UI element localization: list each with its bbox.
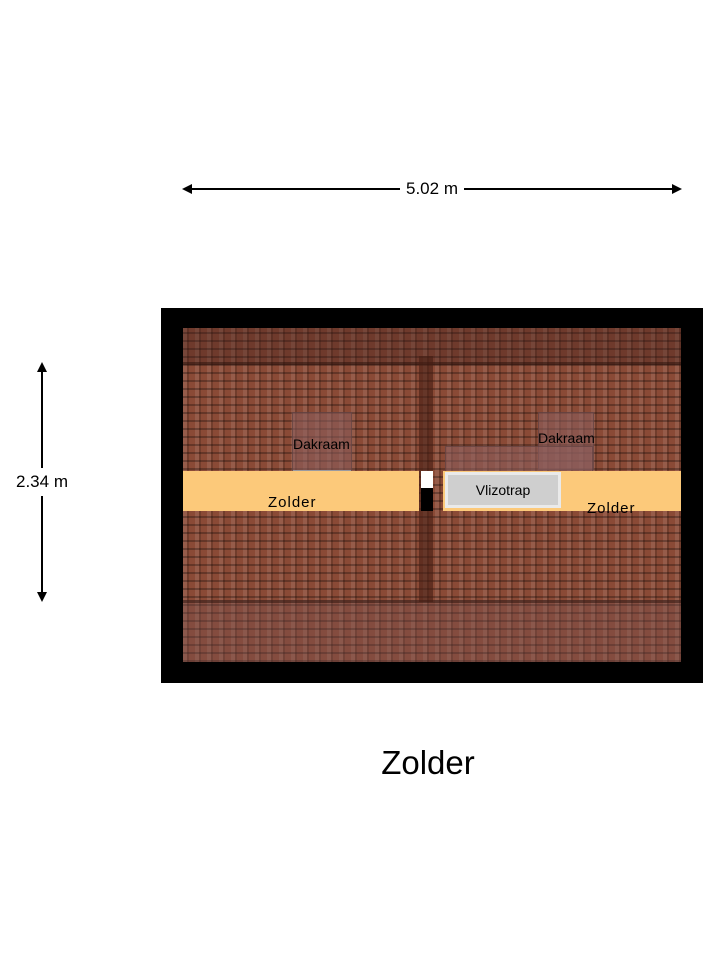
skylight-left-label: Dakraam: [293, 436, 350, 452]
skylight-right-lower: [445, 446, 593, 472]
arrow-right-icon: [672, 184, 682, 194]
roof-eave-bottom: [183, 600, 681, 662]
attic-stair: Vlizotrap: [445, 472, 561, 508]
wall-post: [421, 488, 433, 511]
room-label-zolder-left: Zolder: [268, 494, 317, 511]
attic-interior: Vlizotrap Dakraam Dakraam Zolder Zolder: [183, 328, 681, 662]
floor-band-left: [183, 471, 419, 511]
floor-plan: Vlizotrap Dakraam Dakraam Zolder Zolder: [161, 308, 703, 683]
arrow-left-icon: [182, 184, 192, 194]
width-label: 5.02 m: [400, 179, 464, 199]
width-dimension: 5.02 m: [182, 179, 682, 199]
stair-label: Vlizotrap: [475, 482, 531, 498]
arrow-up-icon: [37, 362, 47, 372]
floor-title: Zolder: [381, 744, 475, 781]
room-label-zolder-right: Zolder: [587, 500, 636, 517]
height-dimension: 2.34 m: [16, 362, 68, 602]
height-label: 2.34 m: [16, 468, 68, 496]
skylight-left: [292, 412, 352, 474]
arrow-down-icon: [37, 592, 47, 602]
skylight-right-label: Dakraam: [538, 430, 595, 446]
